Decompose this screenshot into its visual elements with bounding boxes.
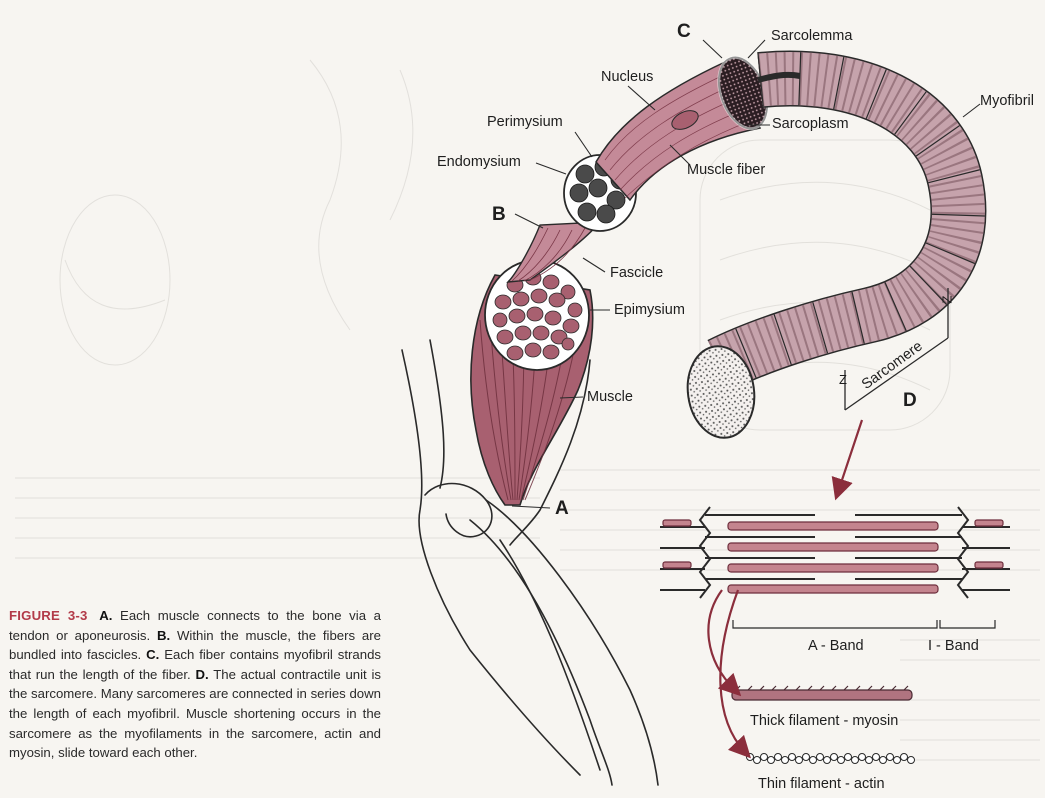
label-i-band: I - Band <box>928 639 979 654</box>
caption-d-label: D. <box>195 667 208 682</box>
label-sarcolemma: Sarcolemma <box>771 29 852 44</box>
label-perimysium: Perimysium <box>487 115 563 130</box>
figure-caption: FIGURE 3-3 A. Each muscle connects to th… <box>9 606 381 763</box>
label-endomysium: Endomysium <box>437 155 521 170</box>
caption-c-label: C. <box>146 647 159 662</box>
label-c: C <box>677 22 691 41</box>
label-fascicle: Fascicle <box>610 266 663 281</box>
caption-a-label: A. <box>99 608 112 623</box>
label-myofibril: Myofibril <box>980 94 1034 109</box>
label-nucleus: Nucleus <box>601 70 653 85</box>
thick-filament <box>732 686 912 700</box>
label-a-band: A - Band <box>808 639 864 654</box>
label-epimysium: Epimysium <box>614 303 685 318</box>
label-thin-filament: Thin filament - actin <box>758 777 885 792</box>
whole-muscle <box>471 260 593 505</box>
label-muscle: Muscle <box>587 390 633 405</box>
thin-filament <box>747 754 915 764</box>
label-a: A <box>555 499 569 518</box>
caption-b-label: B. <box>157 628 170 643</box>
label-sarcoplasm: Sarcoplasm <box>772 117 849 132</box>
label-muscle-fiber: Muscle fiber <box>687 163 765 178</box>
label-d: D <box>903 391 917 410</box>
label-b: B <box>492 205 506 224</box>
label-z-left: Z <box>839 373 847 386</box>
label-z-right: Z <box>940 296 953 304</box>
label-thick-filament: Thick filament - myosin <box>750 714 898 729</box>
figure-number: FIGURE 3-3 <box>9 608 88 623</box>
